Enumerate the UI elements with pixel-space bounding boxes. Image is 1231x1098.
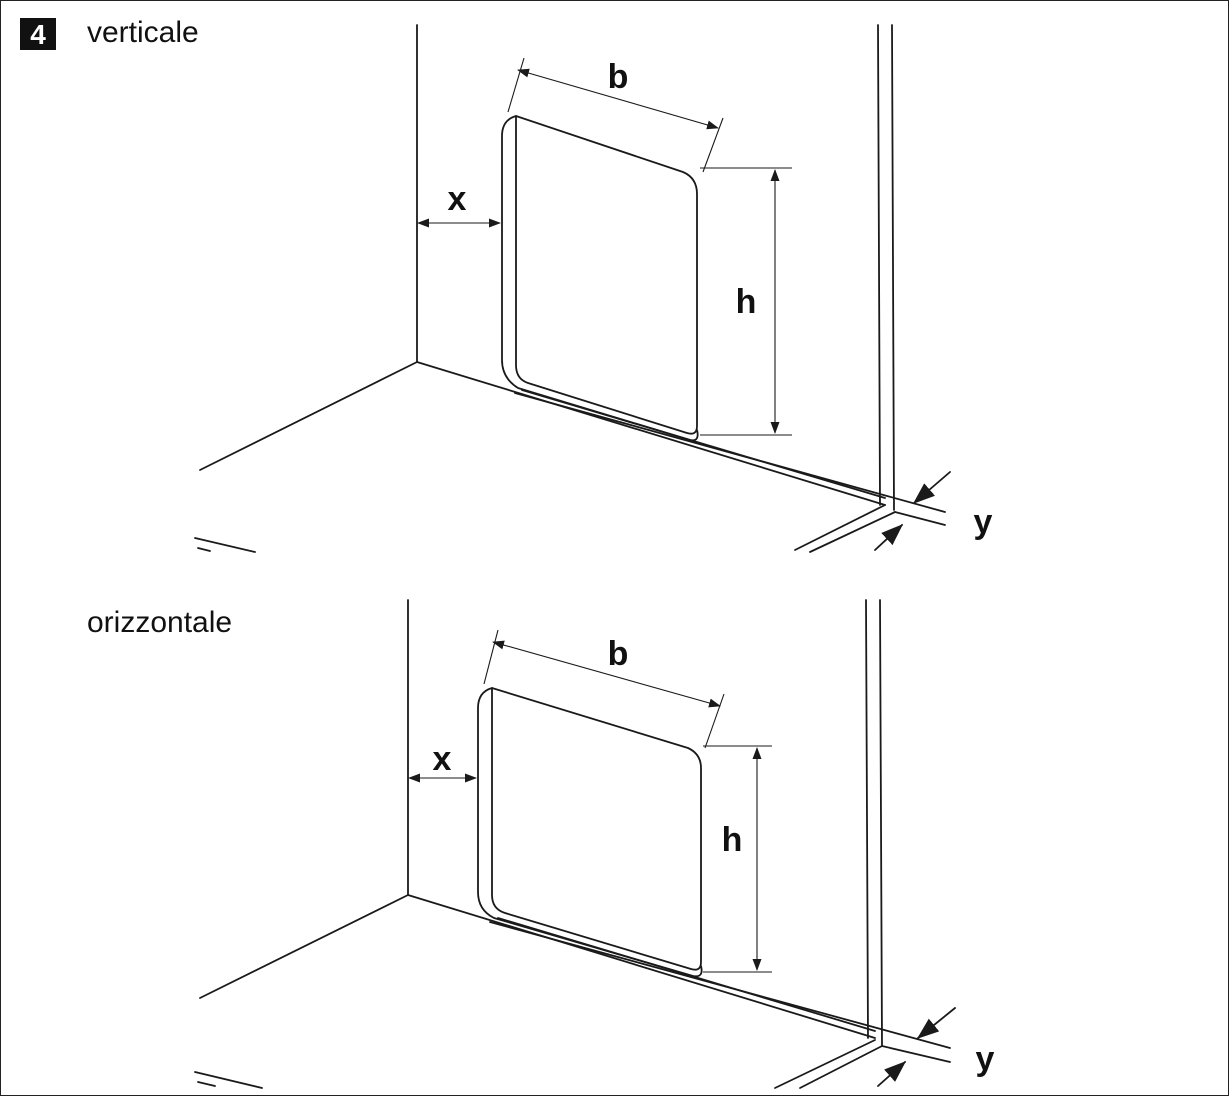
dimension-b: b — [507, 57, 724, 173]
figure-number: 4 — [30, 19, 46, 50]
label-x: x — [448, 180, 467, 218]
dimension-y: y — [877, 1007, 995, 1087]
dimension-x: x — [417, 180, 501, 228]
section-caption: verticale — [87, 16, 199, 49]
label-h: h — [736, 283, 757, 321]
label-h: h — [722, 821, 743, 859]
label-b: b — [608, 635, 629, 673]
dimension-y: y — [874, 471, 993, 551]
dimension-b: b — [483, 629, 725, 749]
radiator-panel — [501, 115, 946, 526]
dimension-h: h — [700, 167, 792, 436]
label-x: x — [433, 740, 452, 778]
label-y: y — [976, 1040, 995, 1078]
figure-number-badge: 4 — [20, 18, 56, 50]
label-b: b — [608, 58, 629, 96]
dimension-h: h — [703, 745, 772, 973]
radiator-panel — [477, 687, 951, 1063]
section-caption: orizzontale — [87, 606, 232, 639]
room-walls — [194, 599, 883, 1089]
section-verticale: verticale b — [87, 16, 993, 553]
dimension-x: x — [408, 740, 477, 783]
section-orizzontale: orizzontale b — [87, 599, 995, 1089]
room-walls — [194, 24, 896, 553]
label-y: y — [974, 503, 993, 541]
